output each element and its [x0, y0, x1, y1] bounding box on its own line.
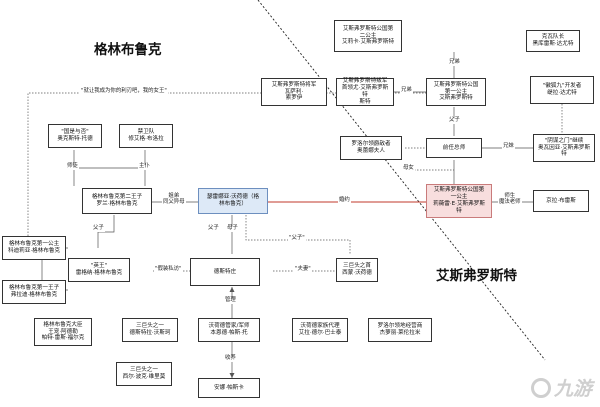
node-butler: 沃荷德管家/军师 本恩德·帕斯·托 [198, 318, 260, 342]
arrow-anna-down [229, 373, 235, 378]
node-fox-lord: "徽狐九"开发者 缇拉·达尤特 [530, 76, 594, 104]
node-captain: 克瓦队长 黑库雷斯·达尤特 [526, 30, 580, 52]
node-wife: 前任总师 [426, 138, 482, 158]
edge-label-brothers-top: 兄弟 [448, 59, 461, 66]
node-es-king: 艾斯弗罗斯特公国 第一公主 艾斯弗罗斯特 [426, 78, 486, 106]
node-es-brother: 艾斯弗罗斯特将军 瓦萨利· 索罗伊 [261, 78, 327, 106]
node-gate: "阴谋之门"继续 奥瓦因亚·艾斯弗罗斯特 [533, 134, 595, 162]
edge-label-mentor: 师生 魔法老师 [498, 193, 522, 206]
edge-label-father-son-quoted: "父子" [288, 235, 306, 242]
node-tri2: 三巨头之一 西尔·波克·维里莫 [116, 362, 172, 386]
edge-father-dotted [245, 215, 351, 254]
node-uncle: 三巨头之首 西蒙·沃荷德 [336, 258, 378, 282]
watermark-logo: 九游 [530, 374, 592, 401]
node-anna: 安娜·帕斯卡 [198, 378, 260, 398]
node-gr-prince1: 格林布鲁克第二王子 罗兰·格林布鲁克 [82, 188, 152, 214]
node-es-queen: 艾斯弗罗斯特公国第 二公主 艾莉卡·艾斯弗罗斯特 [334, 20, 402, 52]
node-mage: 京拉·布雷斯 [533, 190, 589, 212]
node-gr-prince2: 格林布鲁克第一公主 科迪莉亚·格林布鲁克 [2, 236, 66, 260]
edge-label-marriage: 婚约 [338, 197, 351, 204]
edge-label-father-son-2: 父子 [207, 225, 220, 232]
node-hero: "英王" 雷格纳·格林布鲁克 [68, 258, 130, 282]
node-center: 瑟雷娜亚·沃荷德（格 林布鲁克） [198, 188, 268, 214]
edge-label-adopt: 收养 [224, 355, 237, 362]
region-label-right: 艾斯弗罗斯特 [436, 268, 517, 284]
node-merchant: 罗洛尔领地经营商 杰萝丽·莱伦拉米 [368, 318, 432, 342]
edge-quote [27, 92, 432, 239]
node-es-princess: 艾斯弗罗斯特公国第 一公主 莉薇雷·E·艾斯弗罗斯 特 [426, 184, 492, 218]
edge-label-father-son-1: 父子 [92, 225, 105, 232]
edge-label-ally: "假装私访" [154, 266, 183, 273]
node-gr-guard: "国是与否" 奥克斯特·托德 [48, 124, 102, 148]
edge-label-teacher: 师徒 [66, 163, 79, 170]
edge-label-siblings: 兄妹 [502, 143, 515, 150]
watermark-icon [530, 377, 551, 398]
edge-label-adopted: 姐弟 同父异母 [162, 193, 186, 206]
node-gr-knight: 禁卫队 修艾格·布洛拉 [119, 124, 173, 148]
watermark-text: 九游 [553, 378, 592, 400]
edge-label-spouse: "夫妻" [294, 266, 312, 273]
node-gr-prince3: 格林布鲁克第一王子 弗拉迪·格林布鲁克 [2, 280, 66, 304]
arrow-manager-up [229, 287, 235, 292]
node-agent: 沃荷德家族代理 艾拉·德尔·巴士泰 [292, 318, 348, 342]
edge-label-father-son-top: 父子 [448, 117, 461, 124]
edge-prince-tree [97, 215, 115, 248]
edge-label-mother: 母女 [402, 165, 415, 172]
node-es-rebel: 艾斯弗罗斯特叛军 首领尤·艾斯弗罗斯特 斯特 [336, 78, 394, 106]
node-manager: 德斯特庄 [190, 258, 260, 286]
node-gr-minister: 格林布鲁克大臣 王宠·阿德勒 帕特·雷斯·福尔克 [34, 318, 92, 346]
edge-label-brothers: 兄弟 [400, 87, 413, 94]
region-label-left: 格林布鲁克 [94, 42, 162, 58]
node-tri1: 三巨头之一 德斯特拉·沃斯珂 [122, 318, 178, 342]
region-divider-line [257, 0, 546, 361]
edge-label-mother-son: 母子 [226, 225, 239, 232]
edge-label-quote: "就让我成为你的利刃吧，我的女王" [80, 88, 168, 95]
edge-label-lord: 主仆 [138, 163, 151, 170]
node-bastard: 罗洛尔领爵敌者 奥蕾娜夫人 [340, 136, 402, 160]
edge-label-manage: 管理 [224, 297, 237, 304]
